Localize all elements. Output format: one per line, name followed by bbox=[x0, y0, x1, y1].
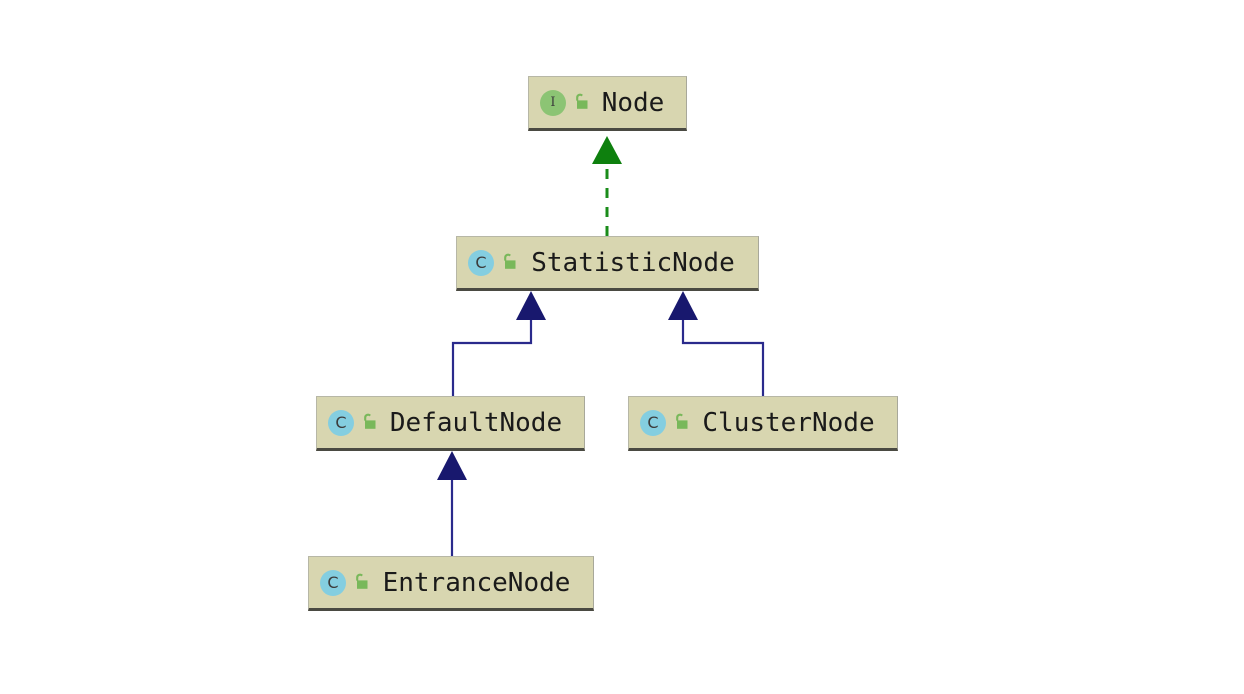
class-badge-icon: C bbox=[468, 249, 494, 276]
generalization-arrowhead-icon bbox=[437, 451, 467, 480]
class-box-defaultnode[interactable]: C DefaultNode bbox=[316, 396, 585, 451]
unlocked-padlock-icon bbox=[353, 573, 370, 592]
unlocked-padlock-icon bbox=[361, 413, 378, 432]
class-name-label: ClusterNode bbox=[702, 407, 875, 438]
unlocked-padlock-icon bbox=[673, 413, 690, 432]
generalization-arrowhead-icon bbox=[516, 291, 546, 320]
unlocked-padlock-icon bbox=[501, 253, 518, 272]
edge-defaultnode-extends-statisticnode bbox=[451, 291, 546, 397]
interface-badge-icon: I bbox=[540, 89, 566, 116]
edge-statisticnode-implements-node bbox=[592, 136, 622, 236]
class-badge-icon: C bbox=[640, 409, 666, 436]
realization-arrowhead-icon bbox=[592, 136, 622, 164]
class-box-clusternode[interactable]: C ClusterNode bbox=[628, 396, 898, 451]
class-badge-icon: C bbox=[328, 409, 354, 436]
class-name-label: DefaultNode bbox=[389, 407, 563, 438]
class-box-node[interactable]: I Node bbox=[528, 76, 687, 131]
edge-entrancenode-extends-defaultnode bbox=[437, 451, 467, 557]
generalization-line bbox=[451, 318, 533, 397]
edge-clusternode-extends-statisticnode bbox=[668, 291, 765, 397]
class-box-statisticnode[interactable]: C StatisticNode bbox=[456, 236, 759, 291]
generalization-arrowhead-icon bbox=[668, 291, 698, 320]
class-name-label: StatisticNode bbox=[531, 247, 735, 278]
generalization-line bbox=[681, 318, 765, 397]
class-name-label: Node bbox=[601, 87, 665, 118]
class-badge-icon: C bbox=[320, 569, 346, 596]
unlocked-padlock-icon bbox=[573, 93, 590, 112]
class-name-label: EntranceNode bbox=[382, 567, 571, 598]
class-box-entrancenode[interactable]: C EntranceNode bbox=[308, 556, 594, 611]
